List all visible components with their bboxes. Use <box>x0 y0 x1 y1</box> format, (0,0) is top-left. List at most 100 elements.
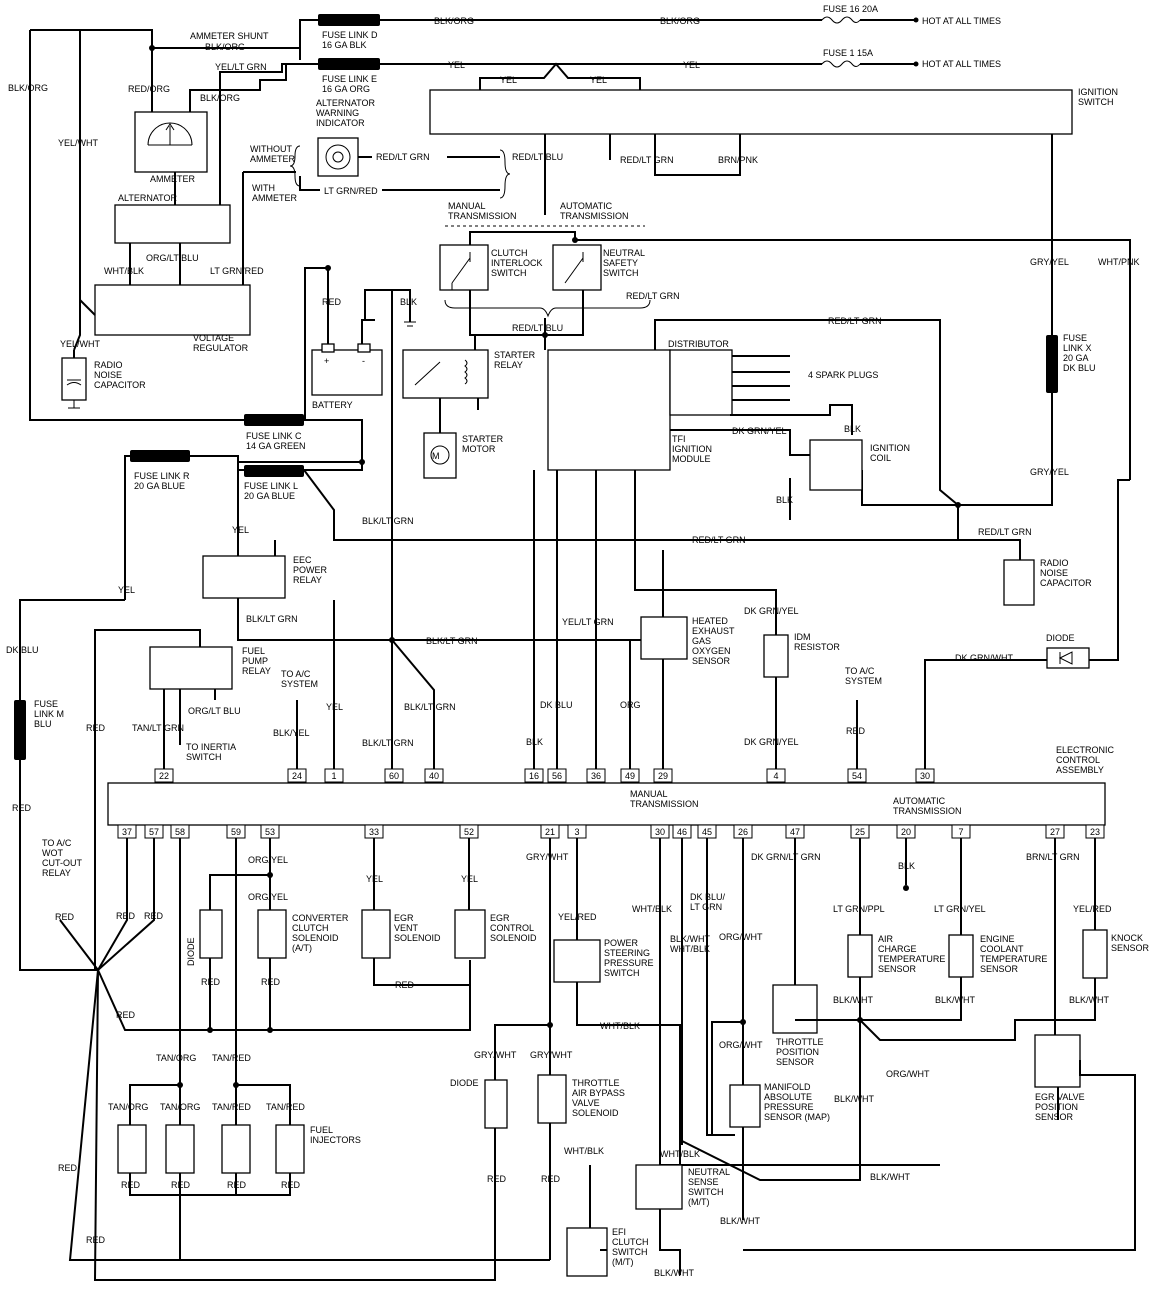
eec-power-relay <box>202 555 286 599</box>
wire-label: RED <box>261 977 281 987</box>
wire-label: TAN/RED <box>212 1053 251 1063</box>
clutch-interlock-label-2: INTERLOCK <box>491 258 543 268</box>
egrp-label-2: POSITION <box>1035 1102 1078 1112</box>
alternator-label: ALTERNATOR <box>118 193 178 203</box>
ect-label-3: TEMPERATURE <box>980 954 1047 964</box>
eca-pin-box <box>896 824 916 839</box>
rnc-label-1: RADIO <box>94 360 123 370</box>
ignition-switch-label-1: IGNITION <box>1078 87 1118 97</box>
wire-label: RED/LT GRN <box>626 291 680 301</box>
wire-label: RED <box>55 912 75 922</box>
neutral-safety-switch <box>552 244 602 291</box>
wire-label: ORG/LT BLU <box>188 706 241 716</box>
to-ac-wot-4: RELAY <box>42 868 71 878</box>
wire-label: RED <box>86 723 106 733</box>
egr-control-label-1: EGR <box>490 913 510 923</box>
fuse-link-c-label-2: 14 GA GREEN <box>246 441 306 451</box>
starter-relay-label-2: RELAY <box>494 360 523 370</box>
wire-label: TAN/RED <box>266 1102 305 1112</box>
wire-label: RED <box>227 1180 247 1190</box>
fuse-link-m-label-3: BLU <box>34 719 52 729</box>
tfi-label-2: IGNITION <box>672 444 712 454</box>
ammeter-shunt-label: AMMETER SHUNT <box>190 31 269 41</box>
wire-label: GRY/WHT <box>474 1050 517 1060</box>
manifold-absolute-pressure-sensor <box>729 1084 761 1128</box>
eca-pin-number: 3 <box>574 827 579 837</box>
voltage-regulator-label-1: VOLTAGE <box>193 333 234 343</box>
wire-label: TAN/ORG <box>160 1102 200 1112</box>
fuse-16-label: FUSE 16 20A <box>823 4 878 14</box>
neutral-sense-switch <box>635 1164 683 1210</box>
efi-label-1: EFI <box>612 1227 626 1237</box>
mt-label-2: TRANSMISSION <box>448 211 517 221</box>
ns-label-4: (M/T) <box>688 1197 710 1207</box>
to-ac-system-1: TO A/C <box>281 669 311 679</box>
battery <box>311 343 383 396</box>
eca-pin-number: 24 <box>292 771 302 781</box>
motor-m: M <box>432 451 440 461</box>
map-label-3: PRESSURE <box>764 1102 814 1112</box>
to-ac-wot-3: CUT-OUT <box>42 858 82 868</box>
starter-motor-label-2: MOTOR <box>462 444 496 454</box>
throttle-air-bypass-valve-solenoid <box>537 1074 567 1124</box>
diode-tab <box>484 1079 508 1129</box>
to-ac-wot-2: WOT <box>42 848 63 858</box>
fuel-injectors-label-2: INJECTORS <box>310 1135 361 1145</box>
at-label-1: AUTOMATIC <box>560 201 613 211</box>
eca-pin-box <box>287 768 307 783</box>
tab-label-2: AIR BYPASS <box>572 1088 625 1098</box>
wire-label: DK BLU/ <box>690 892 726 902</box>
map-label-1: MANIFOLD <box>764 1082 811 1092</box>
wire-label: RED/LT GRN <box>620 155 674 165</box>
eca-pin-number: 58 <box>175 827 185 837</box>
fuel-injector-4 <box>275 1124 305 1174</box>
wire-label: BLK <box>776 495 793 505</box>
eca-pin-box <box>459 824 479 839</box>
efi-clutch-switch <box>566 1227 608 1277</box>
wire-label: RED <box>116 911 136 921</box>
eca-pin-box <box>915 768 935 783</box>
tab-label-1: THROTTLE <box>572 1078 620 1088</box>
ccs-label-1: CONVERTER <box>292 913 349 923</box>
wire-label: RED <box>171 1180 191 1190</box>
to-ac-wot-1: TO A/C <box>42 838 72 848</box>
battery-minus: - <box>362 356 365 366</box>
eca-pin-number: 37 <box>122 827 132 837</box>
wire-label: RED <box>12 803 32 813</box>
fuse-link-l-label-2: 20 GA BLUE <box>244 491 295 501</box>
wire-label: LT GRN/RED <box>210 266 264 276</box>
with-ammeter-1: WITH <box>252 183 275 193</box>
tps-label-2: POSITION <box>776 1047 819 1057</box>
eca-pin-box <box>144 824 164 839</box>
fuse-link-x-label-2: LINK X <box>1063 343 1092 353</box>
wire-label: YEL <box>590 75 607 85</box>
eca-pin-box <box>424 768 444 783</box>
wire-label: RED <box>201 977 221 987</box>
eca-at-label-2: TRANSMISSION <box>893 806 962 816</box>
eca-pin-box <box>620 768 640 783</box>
wire-label: TAN/ORG <box>156 1053 196 1063</box>
knock-label-2: SENSOR <box>1111 943 1150 953</box>
egr-vent-label-3: SOLENOID <box>394 933 441 943</box>
fuel-injectors-label-1: FUEL <box>310 1125 333 1135</box>
eca-pin-number: 7 <box>958 827 963 837</box>
wire-label: BLK <box>526 737 543 747</box>
fuse-link-d-label-1: FUSE LINK D <box>322 30 378 40</box>
eca-pin-box <box>260 824 280 839</box>
rnc2-label-2: NOISE <box>1040 568 1068 578</box>
knock-sensor <box>1082 929 1108 979</box>
eca-pin-number: 4 <box>773 771 778 781</box>
wire-label: DK GRN/WHT <box>955 653 1013 663</box>
wire-label: RED/LT BLU <box>512 152 563 162</box>
battery-plus: + <box>324 356 329 366</box>
to-ac-system-2: SYSTEM <box>281 679 318 689</box>
eca-pin-box <box>650 824 670 839</box>
wire-label: RED <box>281 1180 301 1190</box>
eca-pin-number: 47 <box>790 827 800 837</box>
eca-pin-number: 40 <box>429 771 439 781</box>
throttle-position-sensor <box>772 984 818 1034</box>
wire-label: BLK/ORG <box>434 16 474 26</box>
wire-label: ORG <box>620 700 641 710</box>
eca-pin-number: 23 <box>1090 827 1100 837</box>
